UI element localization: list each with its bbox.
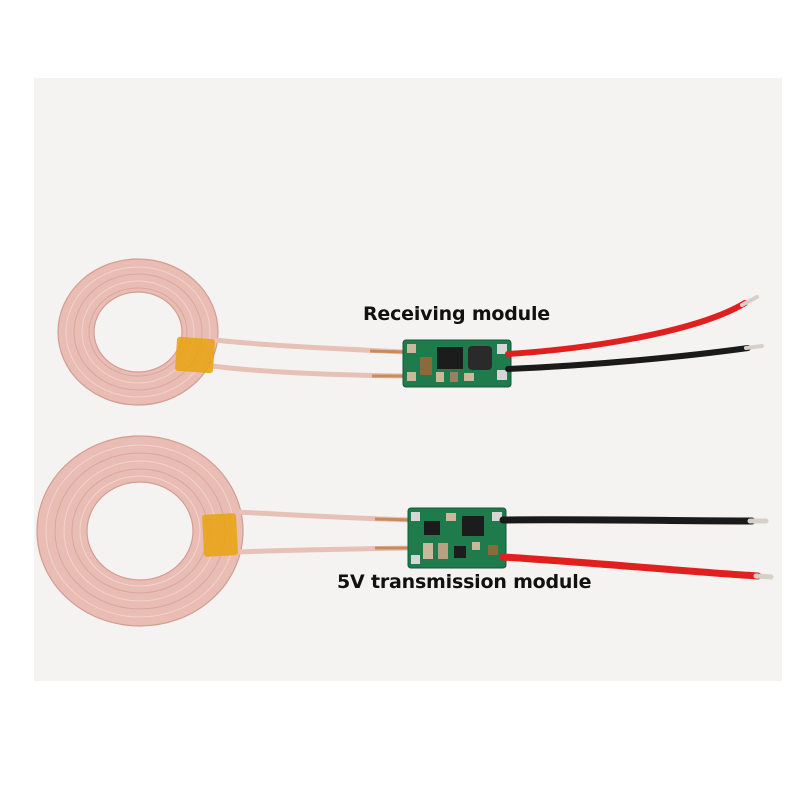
transmission-module-label: 5V transmission module	[337, 571, 592, 593]
transmission-input-wires	[499, 516, 774, 580]
receiving-kapton-tape	[175, 336, 215, 374]
transmission-coil	[36, 435, 244, 627]
receiving-module-pcb	[402, 339, 512, 388]
receiving-coil	[57, 258, 219, 406]
receiving-output-wires	[505, 295, 764, 372]
transmission-kapton-tape	[202, 513, 238, 557]
receiving-coil-leads	[211, 337, 407, 379]
transmission-coil-leads	[235, 509, 413, 555]
receiving-module-label: Receiving module	[363, 303, 550, 325]
transmission-module-pcb	[407, 507, 507, 569]
